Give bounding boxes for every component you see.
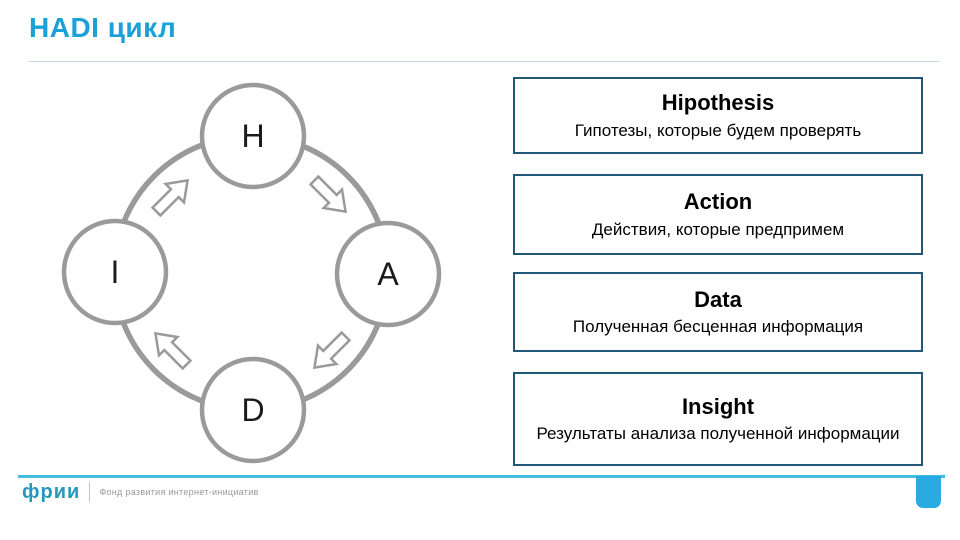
- data-box: Data Полученная бесценная информация: [513, 272, 923, 352]
- hypothesis-box: Hipothesis Гипотезы, которые будем прове…: [513, 77, 923, 154]
- cycle-node-insight: I: [61, 218, 169, 326]
- logo-divider: [89, 482, 91, 502]
- footer: фрии Фонд развития интернет-инициатив: [22, 481, 259, 503]
- hypothesis-heading: Hipothesis: [661, 90, 775, 116]
- cycle-node-action: A: [334, 220, 442, 328]
- cycle-node-data: D: [199, 356, 307, 464]
- action-description: Действия, которые предпримем: [591, 219, 845, 239]
- insight-box: Insight Результаты анализа полученной ин…: [513, 372, 923, 466]
- footer-tagline: Фонд развития интернет-инициатив: [99, 487, 259, 497]
- data-heading: Data: [694, 286, 742, 312]
- arrow-h-to-a-icon: [308, 174, 348, 214]
- page-title: HADI цикл: [29, 12, 177, 43]
- cycle-node-insight-label: I: [111, 254, 120, 290]
- data-description: Полученная бесценная информация: [572, 317, 864, 337]
- cycle-node-data-label: D: [241, 392, 264, 428]
- frii-logo: фрии: [22, 480, 81, 503]
- insight-heading: Insight: [681, 393, 755, 419]
- arrow-d-to-i-icon: [153, 331, 193, 371]
- action-box: Action Действия, которые предпримем: [513, 174, 923, 255]
- insight-description: Результаты анализа полученной информации: [536, 424, 900, 444]
- cycle-node-hypothesis: H: [199, 82, 307, 190]
- arrow-a-to-d-icon: [312, 330, 352, 370]
- cycle-node-action-label: A: [377, 256, 399, 292]
- cycle-node-hypothesis-label: H: [241, 118, 264, 154]
- footer-bookmark-tab: [916, 476, 941, 508]
- hypothesis-description: Гипотезы, которые будем проверять: [574, 120, 862, 140]
- action-heading: Action: [683, 189, 753, 215]
- title-divider: [28, 61, 940, 62]
- arrow-i-to-h-icon: [150, 178, 190, 218]
- hadi-cycle-diagram: H A D I: [61, 82, 442, 464]
- footer-accent-line: [18, 475, 945, 478]
